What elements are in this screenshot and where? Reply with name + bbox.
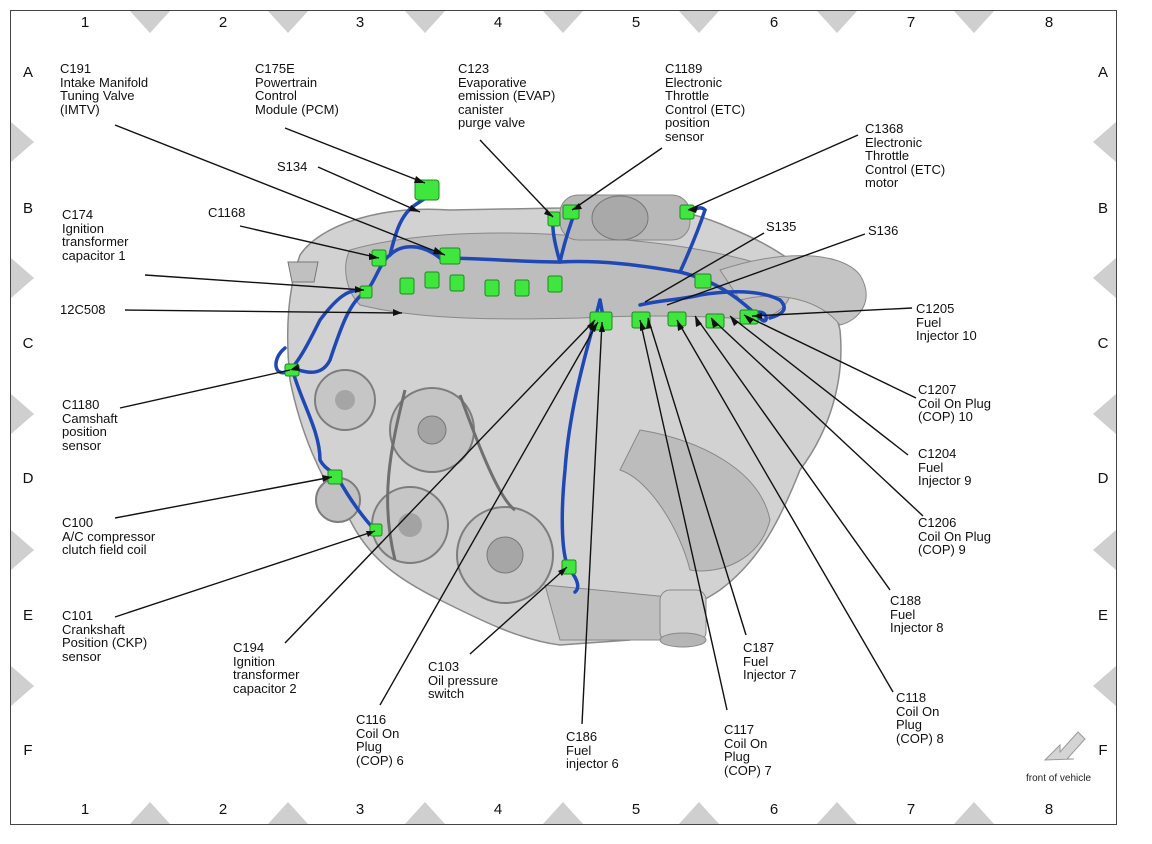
grid-row-left: B [22, 200, 33, 217]
arrow-icon [1043, 731, 1086, 761]
label-c101: C101 Crankshaft Position (CKP) sensor [62, 608, 148, 664]
label-c187: C187 Fuel Injector 7 [743, 640, 797, 682]
label-c1206: C1206 Coil On Plug (COP) 9 [918, 515, 991, 557]
label-c1180: C1180 Camshaft position sensor [62, 397, 118, 453]
grid-column-bottom: 7 [906, 801, 916, 818]
grid-row-left: A [22, 64, 33, 81]
label-c1168: C1168 [208, 205, 246, 220]
grid-column-top: 3 [355, 14, 365, 31]
grid-row-right: D [1097, 470, 1109, 487]
grid-row-left: E [22, 607, 33, 624]
label-c118: C118 Coil On Plug (COP) 8 [896, 690, 944, 746]
label-s135: S135 [766, 219, 797, 234]
grid-column-top: 4 [493, 14, 503, 31]
label-c1204: C1204 Fuel Injector 9 [918, 446, 972, 488]
grid-column-top: 2 [218, 14, 228, 31]
label-c188: C188 Fuel Injector 8 [890, 593, 944, 635]
front-of-vehicle-note: front of vehicle [1026, 773, 1092, 784]
grid-column-top: 6 [769, 14, 779, 31]
grid-column-top: 1 [80, 14, 90, 31]
label-c1207: C1207 Coil On Plug (COP) 10 [918, 382, 991, 424]
label-s134: S134 [277, 159, 308, 174]
grid-column-bottom: 2 [218, 801, 228, 818]
label-c186: C186 Fuel injector 6 [566, 729, 619, 771]
label-c117: C117 Coil On Plug (COP) 7 [724, 722, 772, 778]
grid-column-bottom: 1 [80, 801, 90, 818]
label-c100: C100 A/C compressor clutch field coil [62, 515, 156, 557]
grid-row-left: C [22, 335, 34, 352]
grid-column-bottom: 6 [769, 801, 779, 818]
label-12c508: 12C508 [60, 302, 106, 317]
grid-row-right: E [1097, 607, 1108, 624]
label-c116: C116 Coil On Plug (COP) 6 [356, 712, 404, 768]
label-c1368: C1368 Electronic Throttle Control (ETC) … [865, 121, 946, 190]
grid-row-right: A [1097, 64, 1108, 81]
label-c175e: C175E Powertrain Control Module (PCM) [255, 61, 339, 117]
label-c1189: C1189 Electronic Throttle Control (ETC) … [665, 61, 746, 144]
label-c191: C191 Intake Manifold Tuning Valve (IMTV) [60, 61, 149, 117]
grid-column-bottom: 4 [493, 801, 503, 818]
grid-column-top: 8 [1044, 14, 1054, 31]
label-c174: C174 Ignition transformer capacitor 1 [62, 207, 129, 263]
grid-row-right: C [1097, 335, 1109, 352]
grid-column-top: 5 [631, 14, 641, 31]
grid-column-top: 7 [906, 14, 916, 31]
grid-row-left: F [23, 742, 33, 759]
label-c103: C103 Oil pressure switch [428, 659, 499, 701]
grid-row-left: D [22, 470, 34, 487]
grid-row-right: F [1098, 742, 1108, 759]
grid-column-bottom: 8 [1044, 801, 1054, 818]
grid-column-bottom: 5 [631, 801, 641, 818]
label-c123: C123 Evaporative emission (EVAP) caniste… [458, 61, 556, 130]
engine-illustration [286, 194, 867, 648]
label-c1205: C1205 Fuel Injector 10 [916, 301, 977, 343]
label-s136: S136 [868, 223, 899, 238]
grid-row-right: B [1097, 200, 1108, 217]
grid-column-bottom: 3 [355, 801, 365, 818]
label-c194: C194 Ignition transformer capacitor 2 [233, 640, 300, 696]
